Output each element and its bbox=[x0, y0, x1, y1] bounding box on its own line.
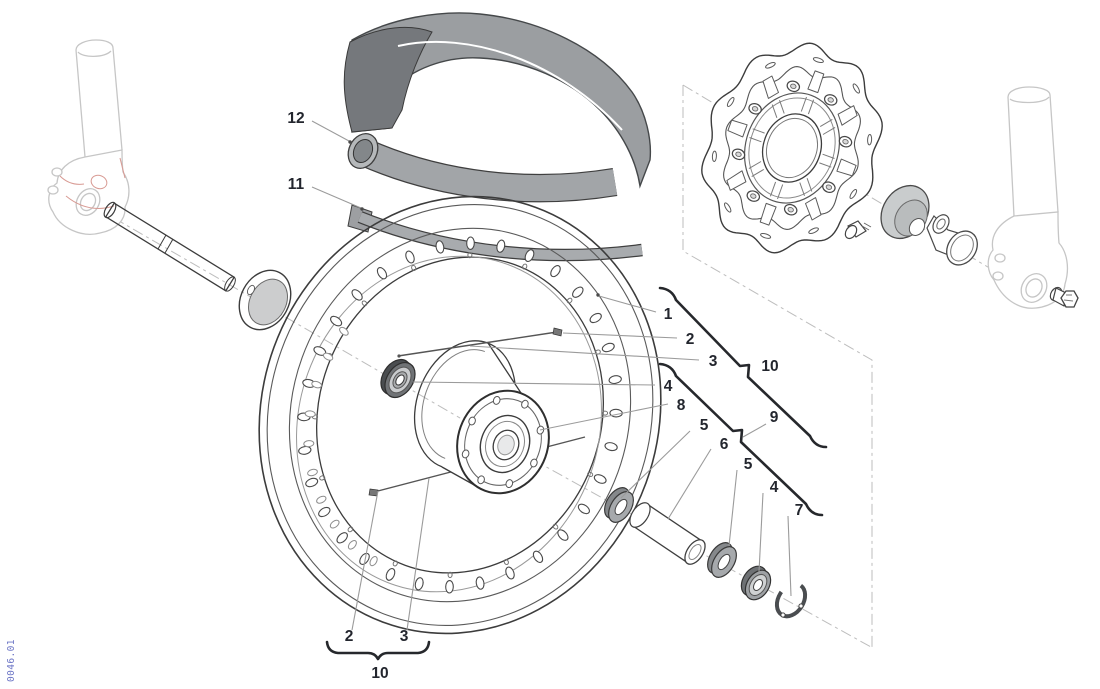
part-label-6: 6 bbox=[720, 436, 729, 453]
part-label-3: 3 bbox=[709, 353, 718, 370]
wheel-bearing-left bbox=[380, 358, 416, 399]
left-fork-red-accents bbox=[59, 157, 126, 209]
part-label-10b: 10 bbox=[371, 665, 388, 682]
part-label-10: 10 bbox=[761, 358, 778, 375]
axle-bolt bbox=[1049, 286, 1079, 308]
circlip bbox=[774, 581, 808, 619]
bracket-9 bbox=[658, 362, 824, 517]
drawing-number: 0046.01 bbox=[6, 639, 17, 682]
rim-spoke-holes bbox=[297, 236, 623, 594]
part-label-9: 9 bbox=[770, 409, 779, 426]
subassembly-boundary bbox=[682, 85, 873, 647]
part-label-12: 12 bbox=[287, 110, 304, 127]
brake-disc bbox=[701, 42, 883, 254]
disc-bolt bbox=[844, 220, 872, 240]
loose-spoke-upper bbox=[397, 327, 563, 358]
part-label-11: 11 bbox=[288, 176, 305, 193]
tyre bbox=[343, 12, 652, 189]
part-label-1: 1 bbox=[664, 306, 673, 323]
axis-lines bbox=[94, 84, 1039, 648]
spacer-bushing bbox=[926, 214, 978, 266]
part-label-8: 8 bbox=[677, 397, 686, 414]
part-label-2b: 2 bbox=[345, 628, 354, 645]
spacer-tube bbox=[629, 502, 706, 565]
bracket-10-bottom bbox=[325, 640, 431, 661]
leader-lines bbox=[311, 120, 792, 631]
inner-tube bbox=[347, 132, 618, 203]
bracket-10-upper bbox=[658, 286, 828, 449]
right-fork-leg bbox=[987, 86, 1069, 309]
part-label-4: 4 bbox=[664, 378, 673, 395]
part-labels: 12 11 1 2 3 10 4 8 9 5 6 5 4 7 2 3 10 bbox=[287, 110, 803, 682]
washer-right bbox=[707, 542, 737, 578]
part-label-5b: 5 bbox=[744, 456, 753, 473]
part-label-2: 2 bbox=[686, 331, 695, 348]
rim-spoke-holes-far bbox=[303, 326, 378, 567]
part-label-5a: 5 bbox=[700, 417, 709, 434]
part-label-3b: 3 bbox=[400, 628, 409, 645]
wheel-rim bbox=[258, 195, 662, 635]
axle-dust-cap bbox=[238, 269, 292, 331]
left-fork-leg bbox=[47, 39, 130, 235]
part-label-7: 7 bbox=[795, 502, 804, 519]
wheel-bearing-right bbox=[740, 565, 772, 601]
front-axle bbox=[103, 201, 236, 292]
part-label-4b: 4 bbox=[770, 479, 779, 496]
group-brackets bbox=[325, 286, 828, 661]
speedo-drive-cap bbox=[880, 184, 930, 240]
wheel-hub bbox=[413, 340, 550, 495]
